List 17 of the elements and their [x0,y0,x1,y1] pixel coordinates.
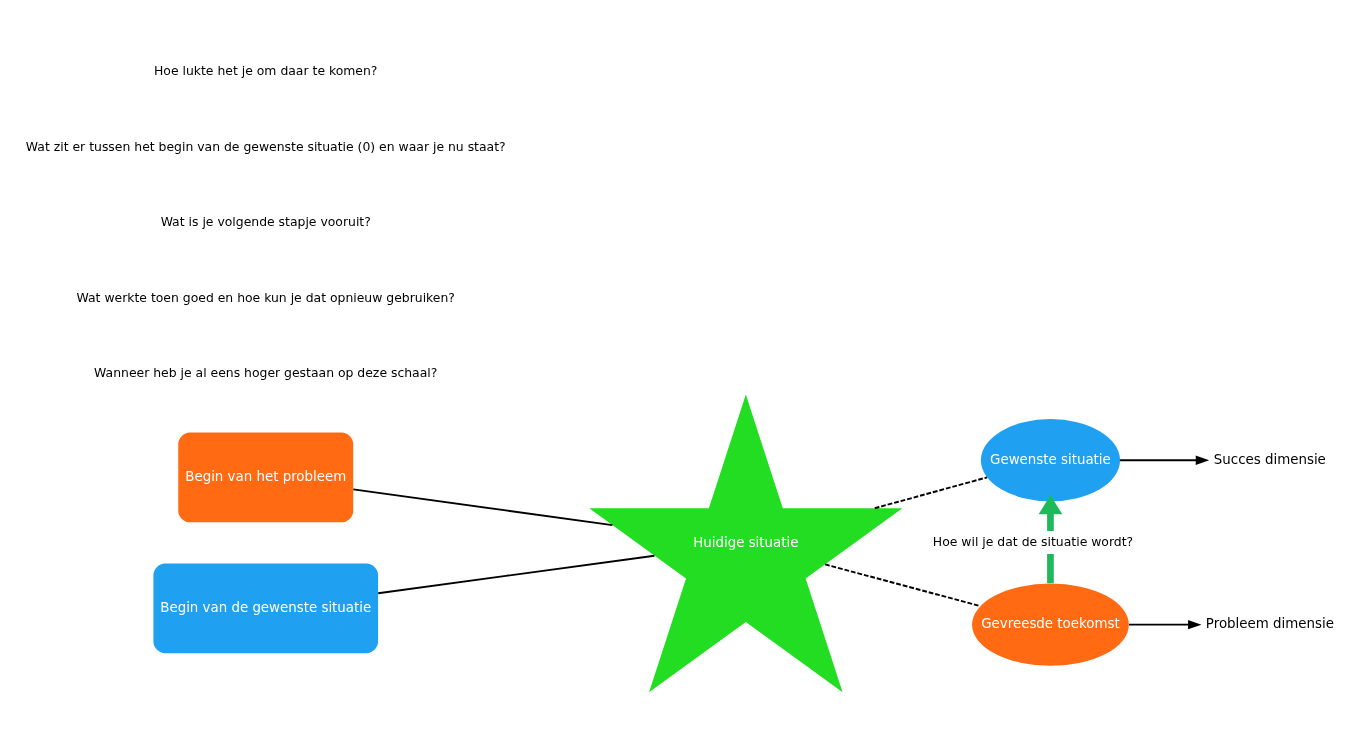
edge-label: Hoe wil je dat de situatie wordt? [932,533,1134,549]
label: Wat is je volgende stapje vooruit? [160,214,371,230]
arrow [1128,619,1202,630]
connector [873,476,989,510]
connector [377,554,656,595]
node-box: Begin van het probleem [178,432,354,523]
connector [352,488,614,527]
label: Hoe lukte het je om daar te komen? [154,63,378,79]
node-text: Probleem dimensie [1205,616,1334,632]
label: Wanneer heb je al eens hoger gestaan op deze schaal? [94,365,438,381]
node-box: Begin van de gewenste situatie [153,563,379,654]
node-ellipse: Gewenste situatie [980,419,1121,502]
node-text: Succes dimensie [1213,451,1326,467]
arrow [1118,455,1210,465]
label: Wat werkte toen goed en hoe kun je dat opnieuw gebruiken? [76,289,455,305]
label: Wat zit er tussen het begin van de gewenste situatie (0) en waar je nu staat? [25,138,506,154]
node-ellipse: Gevreesde toekomst [972,583,1129,666]
